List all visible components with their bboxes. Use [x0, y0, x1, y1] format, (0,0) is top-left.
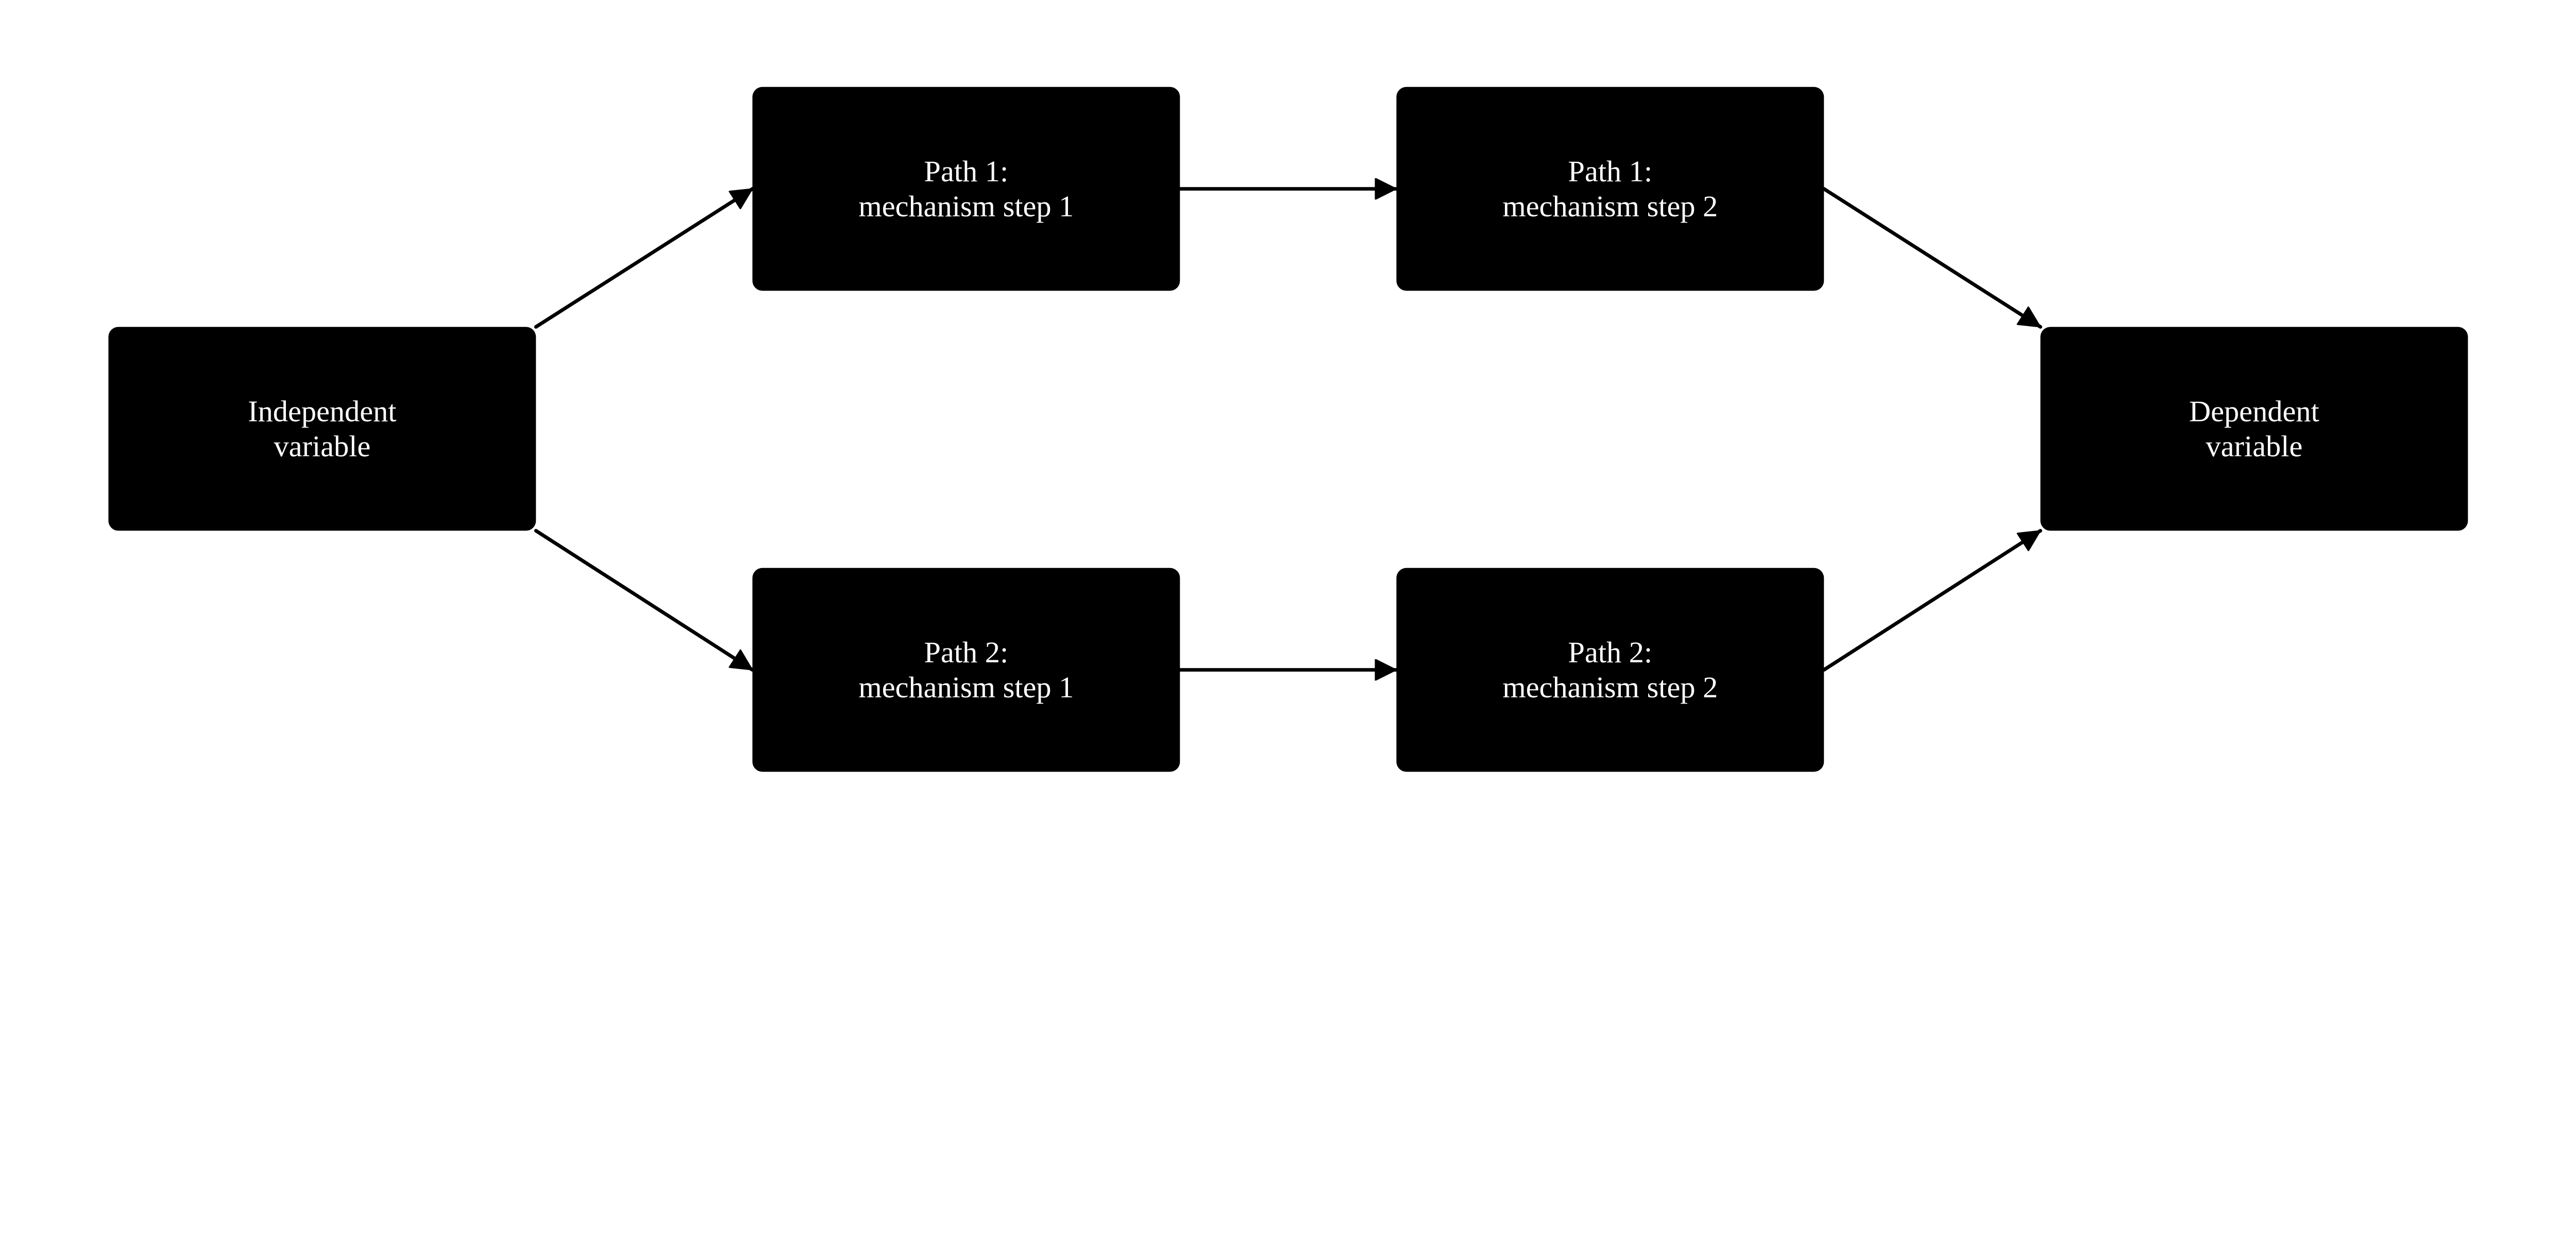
- node-label-line: variable: [2206, 430, 2302, 463]
- node-p2s2: Path 2:mechanism step 2: [1396, 568, 1824, 772]
- edges: [534, 187, 2042, 672]
- arrow-p2s2-to-dv: [1822, 529, 2042, 672]
- arrow-iv-to-p2s1: [534, 529, 754, 672]
- node-label-line: Path 1:: [1568, 154, 1653, 188]
- node-label-line: mechanism step 2: [1502, 671, 1718, 704]
- node-label-line: mechanism step 1: [858, 671, 1074, 704]
- arrow-p1s2-to-dv: [1822, 187, 2042, 329]
- node-label-line: mechanism step 2: [1502, 190, 1718, 223]
- node-box: [1396, 87, 1824, 291]
- node-box: [752, 87, 1180, 291]
- node-p1s1: Path 1:mechanism step 1: [752, 87, 1180, 291]
- node-label-line: variable: [274, 430, 370, 463]
- node-label-line: mechanism step 1: [858, 190, 1074, 223]
- arrow-iv-to-p1s1: [534, 187, 754, 329]
- node-p1s2: Path 1:mechanism step 2: [1396, 87, 1824, 291]
- node-box: [1396, 568, 1824, 772]
- node-box: [108, 327, 536, 531]
- node-box: [752, 568, 1180, 772]
- node-p2s1: Path 2:mechanism step 1: [752, 568, 1180, 772]
- node-label-line: Dependent: [2189, 394, 2319, 428]
- node-label-line: Independent: [248, 394, 396, 428]
- node-box: [2040, 327, 2468, 531]
- node-label-line: Path 1:: [924, 154, 1009, 188]
- node-label-line: Path 2:: [924, 636, 1009, 669]
- node-label-line: Path 2:: [1568, 636, 1653, 669]
